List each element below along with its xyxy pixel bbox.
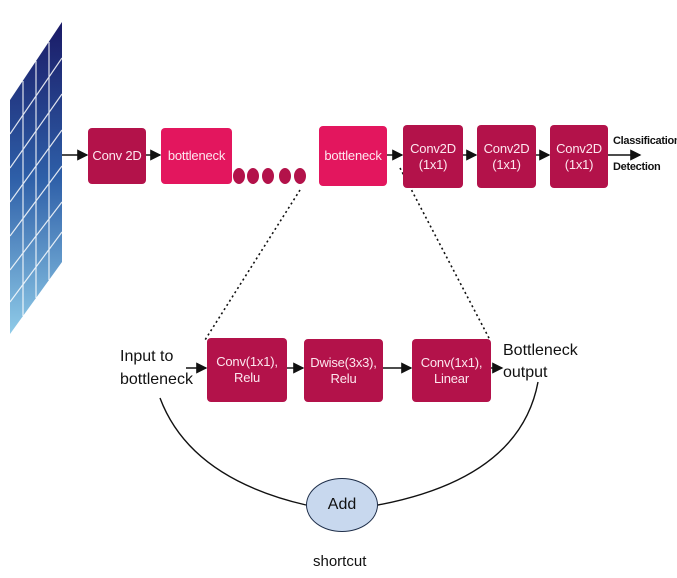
ellipsis-dot [279,168,291,184]
conv2d-block: Conv 2D [88,128,146,184]
add-node: Add [306,478,378,532]
shortcut-curve-right [377,381,539,506]
ellipsis-dot [247,168,259,184]
bottleneck-block-1: bottleneck [161,128,232,184]
dwise-relu-block: Dwise(3x3), Relu [304,339,383,402]
ellipsis-dot [233,168,245,184]
zoom-line-left [204,189,301,341]
input-to-bottleneck-label: Input to bottleneck [120,348,193,388]
shortcut-label: shortcut [313,553,367,570]
output-label: Classification, Detection [613,135,677,173]
conv2d-1x1-block-2: Conv2D (1x1) [477,125,536,188]
conv-linear-block: Conv(1x1), Linear [412,339,491,402]
conv2d-1x1-block-1: Conv2D (1x1) [403,125,463,188]
conv2d-1x1-block-3: Conv2D (1x1) [550,125,608,188]
ellipsis-dot [294,168,306,184]
conv-relu-block: Conv(1x1), Relu [207,338,287,402]
bottleneck-block-2: bottleneck [319,126,387,186]
bottleneck-output-label: Bottleneck output [503,342,578,381]
ellipsis-dot [262,168,274,184]
shortcut-curve-left [159,397,307,506]
zoom-line-right [399,167,491,341]
input-image [9,22,63,334]
